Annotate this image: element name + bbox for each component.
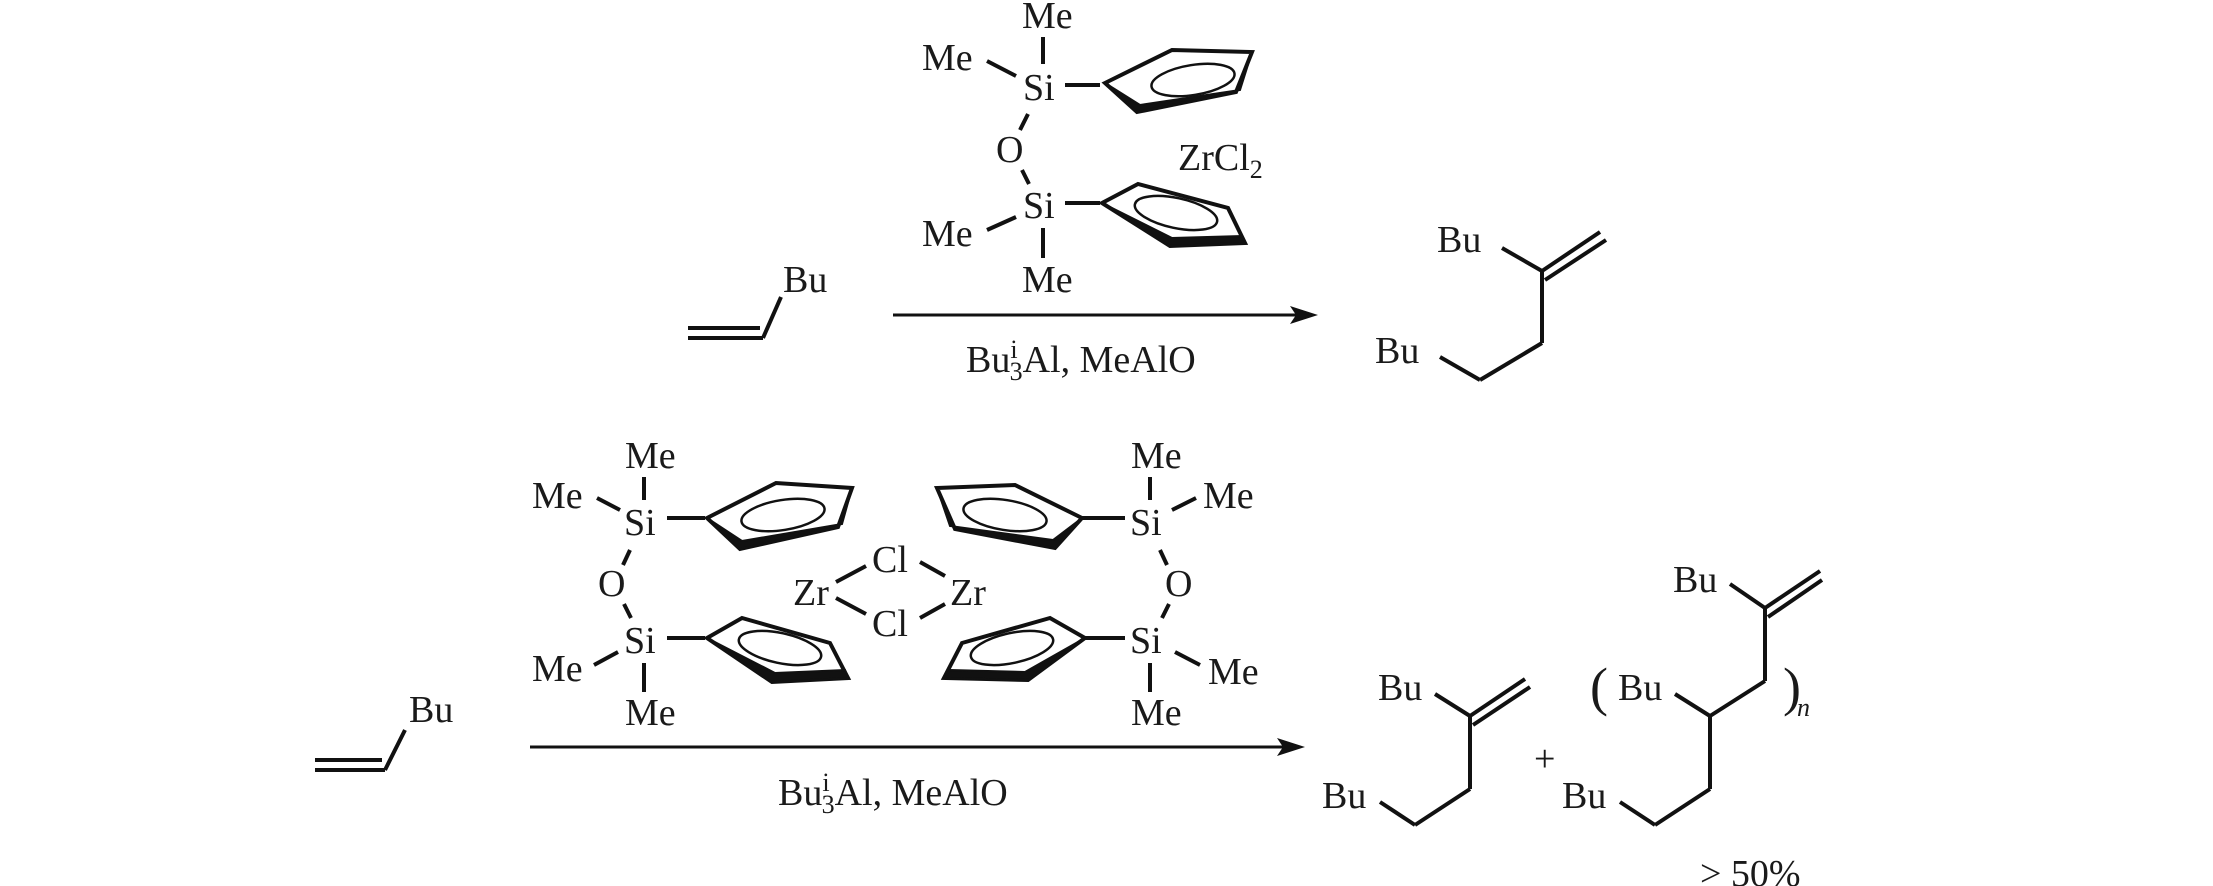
reaction-arrow (530, 738, 1305, 756)
bond (1618, 800, 1657, 827)
cyclopentadienyl-ring (1098, 181, 1249, 249)
bond (621, 549, 632, 566)
metal-fragment-label: ZrCl2 (1178, 137, 1263, 184)
double-bond-line-1 (1763, 569, 1822, 610)
bond (1174, 650, 1201, 667)
silicon-label: Si (1130, 502, 1162, 544)
chlorine-label: Cl (872, 539, 908, 581)
methyl-label: Me (1131, 692, 1182, 734)
methyl-label: Me (532, 475, 583, 517)
catalyst-2: Me Me Si O Si Me Me (532, 435, 1259, 734)
double-bond-line-1 (1468, 677, 1527, 718)
silicon-label: Si (624, 620, 656, 662)
bond (835, 564, 867, 584)
methyl-label: Me (1022, 0, 1073, 37)
bond (1171, 496, 1197, 512)
substituent-label: Bu (1673, 559, 1717, 601)
bond (1413, 787, 1472, 827)
chlorine-label: Cl (872, 603, 908, 645)
repeat-index: n (1797, 693, 1810, 722)
bond (1158, 549, 1169, 566)
reaction-1: Bu Me Me Si O Si (688, 0, 1608, 386)
cyclopentadienyl-ring (940, 615, 1089, 683)
bond (1673, 692, 1712, 718)
bond (1020, 169, 1031, 185)
methyl-label: Me (625, 692, 676, 734)
bond (1501, 246, 1543, 273)
reaction-arrow (893, 306, 1318, 324)
bond (1478, 341, 1544, 382)
substituent-label: Bu (409, 689, 453, 731)
close-parenthesis: ) (1783, 657, 1801, 717)
cyclopentadienyl-ring (933, 482, 1086, 551)
bond (1018, 113, 1030, 131)
double-bond-line-2 (1471, 685, 1532, 727)
oxygen-label: O (996, 129, 1023, 171)
plus-sign: + (1534, 738, 1555, 780)
open-parenthesis: ( (1590, 657, 1608, 717)
zirconium-label: Zr (950, 572, 986, 614)
product-dimer: Bu Bu (1375, 219, 1608, 382)
product-dimer: Bu Bu (1322, 667, 1532, 827)
substituent-label: Bu (783, 259, 827, 301)
oxygen-label: O (1165, 563, 1192, 605)
cyclopentadienyl-ring (703, 615, 852, 685)
methyl-label: Me (922, 37, 973, 79)
substituent-label: Bu (1322, 775, 1366, 817)
methyl-label: Me (922, 213, 973, 255)
single-bond (383, 729, 407, 771)
single-bond (761, 296, 783, 339)
bond (835, 596, 867, 616)
methyl-label: Me (1208, 651, 1259, 693)
yield-label: > 50% (1700, 853, 1801, 886)
cyclopentadienyl-ring (703, 480, 855, 552)
cyclopentadienyl-ring (1101, 47, 1255, 115)
double-bond-line-2 (1766, 578, 1824, 619)
silicon-label: Si (1023, 67, 1055, 109)
repeat-substituent-label: Bu (1618, 667, 1662, 709)
methyl-label: Me (1022, 259, 1073, 301)
methyl-label: Me (625, 435, 676, 477)
bond (1378, 800, 1417, 827)
bond (1433, 692, 1472, 718)
bond (1439, 355, 1481, 382)
substituent-label: Bu (1562, 775, 1606, 817)
methyl-label: Me (1131, 435, 1182, 477)
silicon-label: Si (1023, 185, 1055, 227)
reactant-1-hexene: Bu (688, 259, 827, 340)
silicon-label: Si (1130, 620, 1162, 662)
bond (596, 496, 621, 512)
reactant-1-hexene: Bu (315, 689, 453, 772)
methyl-label: Me (532, 648, 583, 690)
double-bond-line-1 (1540, 230, 1602, 273)
bond (593, 650, 619, 667)
double-bond-line-2 (1543, 238, 1608, 282)
reaction-2: Bu Me Me Si O Si (315, 435, 1824, 886)
bond (1653, 787, 1712, 827)
bond (1728, 582, 1767, 610)
bond (919, 560, 946, 578)
bond (986, 59, 1017, 78)
silicon-label: Si (624, 502, 656, 544)
bond (622, 603, 633, 619)
substituent-label: Bu (1437, 219, 1481, 261)
bond (1160, 603, 1171, 619)
substituent-label: Bu (1378, 667, 1422, 709)
oxygen-label: O (598, 563, 625, 605)
catalyst-1: Me Me Si O Si ZrCl2 (922, 0, 1263, 301)
zirconium-label: Zr (793, 572, 829, 614)
bond (919, 602, 946, 620)
methyl-label: Me (1203, 475, 1254, 517)
bond (986, 215, 1017, 232)
substituent-label: Bu (1375, 330, 1419, 372)
bond (1708, 679, 1767, 718)
product-oligomer: Bu Bu ( ) n Bu > 50% (1562, 559, 1824, 886)
